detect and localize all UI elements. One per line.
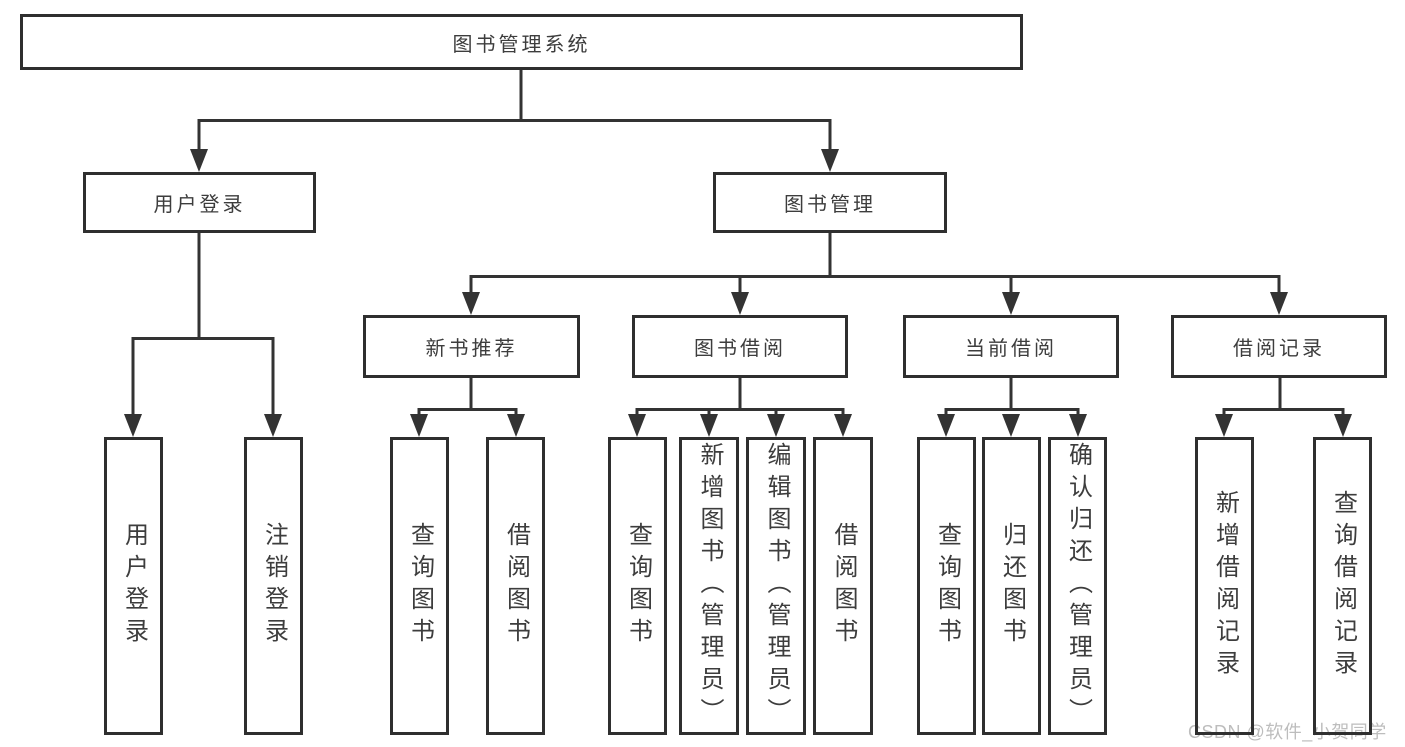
node-book-borrow: 图书借阅: [632, 315, 848, 378]
leaf-node: 确认归还（管理员）: [1048, 437, 1107, 735]
leaf-node-label: 新增借阅记录: [1211, 490, 1239, 682]
node-user-login-label: 用户登录: [153, 194, 246, 216]
leaf-node: 借阅图书: [486, 437, 545, 735]
connector-user-login: [124, 231, 282, 437]
leaf-node: 归还图书: [982, 437, 1041, 735]
arrow-down-icon: [1069, 414, 1087, 437]
leaf-node-label: 新增图书（管理员）: [696, 442, 723, 730]
arrow-down-icon: [628, 414, 646, 437]
leaf-node-label: 查询借阅记录: [1329, 490, 1357, 682]
connector-root: [190, 68, 839, 172]
leaf-node: 查询图书: [390, 437, 449, 735]
arrow-down-icon: [937, 414, 955, 437]
leaf-node-label: 查询图书: [624, 522, 652, 650]
arrow-down-icon: [700, 414, 718, 437]
leaf-node-label: 查询图书: [933, 522, 961, 650]
connector-borrow-record: [1215, 376, 1352, 437]
arrow-down-icon: [1215, 414, 1233, 437]
arrow-down-icon: [1002, 414, 1020, 437]
arrow-down-icon: [1270, 292, 1288, 315]
arrow-down-icon: [767, 414, 785, 437]
leaf-node-label: 注销登录: [260, 522, 288, 650]
leaf-node-label: 借阅图书: [502, 522, 530, 650]
node-borrow-record-label: 借阅记录: [1233, 338, 1325, 360]
leaf-node: 用户登录: [104, 437, 163, 735]
arrow-down-icon: [124, 414, 142, 437]
leaf-node: 查询借阅记录: [1313, 437, 1372, 735]
leaf-node: 新增图书（管理员）: [679, 437, 739, 735]
watermark: CSDN @软件_小贺同学: [1188, 722, 1387, 742]
leaf-node: 编辑图书（管理员）: [746, 437, 806, 735]
connector-new-book-recommend: [410, 376, 525, 437]
leaf-node: 注销登录: [244, 437, 303, 735]
arrow-down-icon: [462, 292, 480, 315]
node-book-management-label: 图书管理: [784, 194, 876, 216]
node-user-login: 用户登录: [83, 172, 316, 233]
node-new-book-recommend: 新书推荐: [363, 315, 580, 378]
node-current-borrow: 当前借阅: [903, 315, 1119, 378]
connector-book-borrow: [628, 376, 852, 437]
arrow-down-icon: [507, 414, 525, 437]
node-root-label: 图书管理系统: [452, 33, 591, 56]
leaf-node-label: 查询图书: [406, 522, 434, 650]
arrow-down-icon: [1002, 292, 1020, 315]
leaf-node: 查询图书: [917, 437, 976, 735]
leaf-node-label: 借阅图书: [830, 522, 857, 650]
connector-book-management: [462, 231, 1288, 315]
arrow-down-icon: [410, 414, 428, 437]
leaf-node-label: 编辑图书（管理员）: [763, 442, 790, 730]
node-book-borrow-label: 图书借阅: [694, 338, 786, 360]
leaf-node: 借阅图书: [813, 437, 873, 735]
arrow-down-icon: [834, 414, 852, 437]
arrow-down-icon: [264, 414, 282, 437]
node-root: 图书管理系统: [20, 14, 1023, 70]
leaf-node-label: 用户登录: [120, 522, 148, 650]
leaf-node: 查询图书: [608, 437, 667, 735]
leaf-node: 新增借阅记录: [1195, 437, 1254, 735]
connector-current-borrow: [937, 376, 1087, 437]
leaf-node-label: 确认归还（管理员）: [1064, 442, 1092, 730]
node-borrow-record: 借阅记录: [1171, 315, 1387, 378]
node-current-borrow-label: 当前借阅: [965, 338, 1057, 360]
arrow-down-icon: [821, 149, 839, 172]
arrow-down-icon: [731, 292, 749, 315]
node-book-management: 图书管理: [713, 172, 947, 233]
leaf-node-label: 归还图书: [998, 522, 1026, 650]
arrow-down-icon: [1334, 414, 1352, 437]
arrow-down-icon: [190, 149, 208, 172]
node-new-book-recommend-label: 新书推荐: [425, 338, 518, 360]
